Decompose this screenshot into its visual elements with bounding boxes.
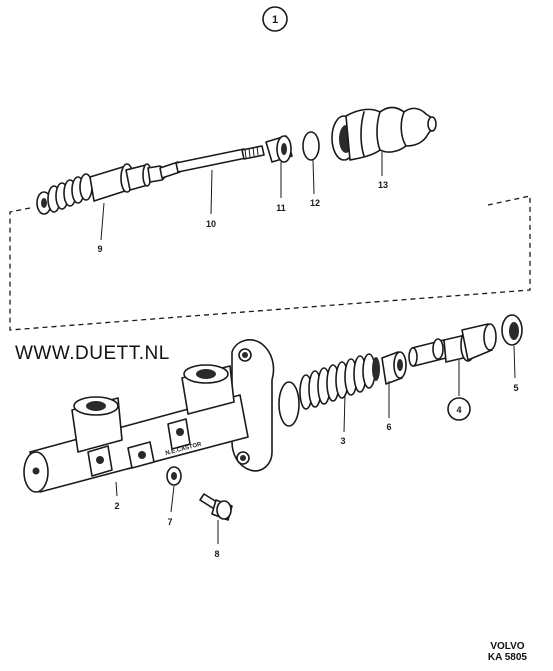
brand-text: VOLVO (490, 641, 525, 652)
upper-part-labels: 9 10 11 12 13 (97, 152, 388, 254)
group-number-badge: 1 (262, 6, 288, 32)
drawing-code-block: VOLVO KA 5805 (488, 641, 527, 663)
master-cylinder-body: N.E.CASTOR (23, 339, 300, 493)
part-label-9: 9 (97, 244, 102, 254)
primary-piston (408, 323, 497, 367)
circlip (302, 131, 320, 161)
part-label-4: 4 (456, 405, 461, 415)
part-label-6: 6 (386, 422, 391, 432)
lower-part-labels: 2 3 6 4 5 7 8 (114, 345, 519, 559)
sealing-washer (166, 466, 182, 486)
assembly-connector-line (9, 195, 531, 331)
part-label-8: 8 (214, 549, 219, 559)
piston-spring-assembly (36, 163, 171, 215)
part-label-13: 13 (378, 180, 388, 190)
drawing-code-text: KA 5805 (487, 652, 527, 663)
part-label-11: 11 (276, 203, 286, 213)
push-rod (159, 145, 265, 179)
part-label-3: 3 (340, 436, 345, 446)
group-number: 1 (272, 14, 278, 26)
part-label-12: 12 (310, 198, 320, 208)
retaining-washer (501, 314, 523, 346)
watermark-url: WWW.DUETT.NL (15, 343, 170, 364)
rubber-dust-boot (331, 106, 437, 161)
lock-nut (265, 135, 293, 163)
part-label-5: 5 (513, 383, 518, 393)
bleeder-screw (199, 493, 233, 521)
part-label-10: 10 (206, 219, 216, 229)
piston-spring (36, 173, 93, 215)
part-4-callout-circle (447, 397, 471, 421)
part-label-2: 2 (114, 501, 119, 511)
return-spring (299, 353, 380, 410)
seal-cup (381, 351, 407, 385)
part-label-7: 7 (167, 517, 172, 527)
